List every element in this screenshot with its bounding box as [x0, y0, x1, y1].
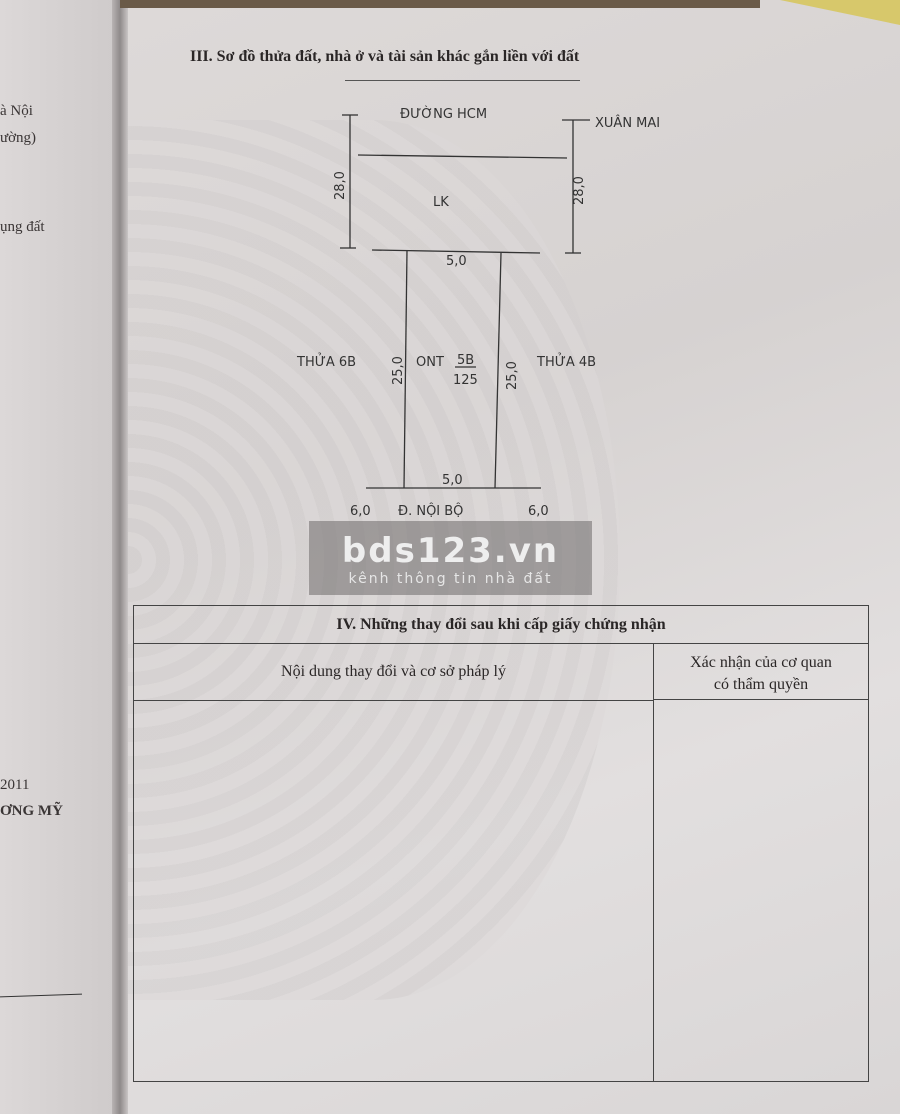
land-type-label: ONT [416, 355, 444, 370]
lk-boundary-line [371, 249, 541, 254]
road-bottom-left-width: 6,0 [350, 504, 371, 519]
side-left-label: 25,0 [391, 356, 406, 385]
road-bottom-label: Đ. NỘI BỘ [398, 503, 463, 519]
left-text: ƠNG MỸ [0, 803, 63, 819]
column-header-line: Xác nhận của cơ quan [690, 654, 832, 671]
changes-table: IV. Những thay đổi sau khi cấp giấy chứn… [133, 605, 869, 1082]
parcel-left-edge [403, 249, 408, 489]
watermark-sub: kênh thông tin nhà đất [348, 571, 553, 587]
parcel-sketch: ĐƯỜNG HCM XUÂN MAI LK 5,0 5,0 28,0 28,0 … [296, 106, 660, 519]
section4-title: IV. Những thay đổi sau khi cấp giấy chứn… [134, 606, 868, 644]
column-divider [653, 700, 654, 1081]
parcel-area: 125 [453, 373, 478, 388]
watermark-main: bds123.vn [341, 531, 560, 571]
road-top-label: ĐƯỜNG HCM [400, 106, 487, 122]
road-bottom-right-width: 6,0 [528, 504, 549, 519]
signature-line [0, 993, 82, 998]
neighbor-right-label: THỬA 4B [536, 353, 596, 370]
side-right-label: 25,0 [505, 361, 520, 390]
dim-left-label: 28,0 [333, 171, 348, 200]
left-text: ụng đất [0, 219, 45, 235]
left-text: ường) [0, 130, 37, 146]
bottom-width-label: 5,0 [442, 473, 463, 488]
left-text: 2011 [0, 777, 30, 793]
lk-label: LK [433, 195, 449, 210]
top-width-label: 5,0 [446, 254, 467, 269]
parcel-number: 5B [457, 353, 474, 368]
column-header-changes: Nội dung thay đổi và cơ sở pháp lý [134, 644, 654, 701]
section3-title: III. Sơ đồ thửa đất, nhà ở và tài sản kh… [190, 48, 580, 65]
left-text: à Nội [0, 103, 33, 119]
column-header-line: có thẩm quyền [713, 676, 809, 693]
page-fold [112, 0, 128, 1114]
left-page-text: à Nội ường) ụng đất 2011 ƠNG MỸ [0, 0, 110, 1114]
dim-right-label: 28,0 [572, 176, 587, 205]
road-edge-line [357, 154, 568, 159]
left-page [0, 0, 112, 1114]
title-underline [345, 80, 580, 81]
direction-label: XUÂN MAI [595, 115, 660, 131]
page-top-edge [120, 0, 760, 8]
neighbor-left-label: THỬA 6B [296, 353, 356, 370]
watermark: bds123.vn kênh thông tin nhà đất [309, 521, 592, 595]
parcel-right-edge [494, 252, 502, 489]
column-header-confirmation: Xác nhận của cơ quan có thẩm quyền [654, 644, 868, 700]
